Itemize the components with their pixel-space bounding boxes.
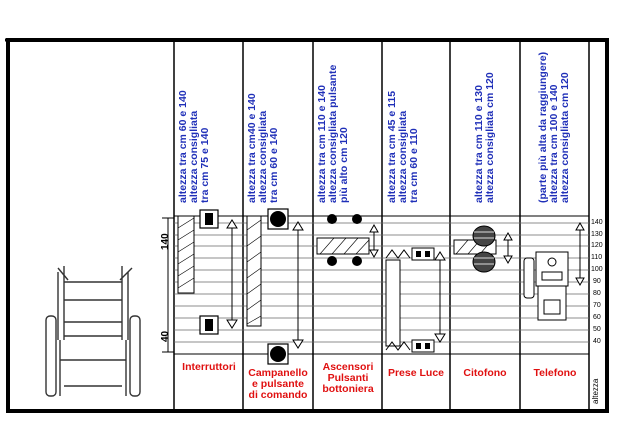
scale-axis-label: altezza xyxy=(591,378,600,404)
scale-tick: 140 xyxy=(591,219,603,226)
grid-lines xyxy=(174,222,589,355)
dimension-label-40: 40 xyxy=(160,330,171,342)
interruttori-label: Interruttori xyxy=(182,361,236,373)
citofono-graphic xyxy=(453,225,513,273)
ascensori-graphic xyxy=(316,214,379,266)
ascensori-label: Ascensori Pulsanti bottoniera xyxy=(322,361,374,395)
scale-tick: 50 xyxy=(593,326,601,333)
scale-tick: 60 xyxy=(593,314,601,321)
column-separators xyxy=(173,42,590,411)
scale-tick: 80 xyxy=(593,290,601,297)
interruttori-graphic xyxy=(177,209,238,335)
telefono-notes: (parte più alta da raggiungere)altezza t… xyxy=(537,51,571,203)
scale-tick: 110 xyxy=(591,254,603,261)
wheelchair-icon xyxy=(45,266,141,397)
prese-luce-graphic xyxy=(385,247,446,353)
prese-label: Prese Luce xyxy=(387,367,445,379)
campanello-label: Campanello e pulsante di comando xyxy=(248,367,308,401)
scale-tick: 120 xyxy=(591,242,603,249)
scale-tick: 90 xyxy=(593,278,601,285)
scale-tick: 130 xyxy=(591,231,603,238)
scale-tick: 40 xyxy=(593,338,601,345)
telefono-graphic xyxy=(523,221,585,321)
dimension-label-140: 140 xyxy=(160,233,171,250)
campanello-graphic xyxy=(246,208,304,365)
scale-tick: 100 xyxy=(591,266,603,273)
citofono-label: Citofono xyxy=(463,367,507,379)
scale-tick: 70 xyxy=(593,302,601,309)
telefono-label: Telefono xyxy=(533,367,577,379)
outer-frame xyxy=(6,38,609,413)
dimension-indicator xyxy=(162,217,174,353)
